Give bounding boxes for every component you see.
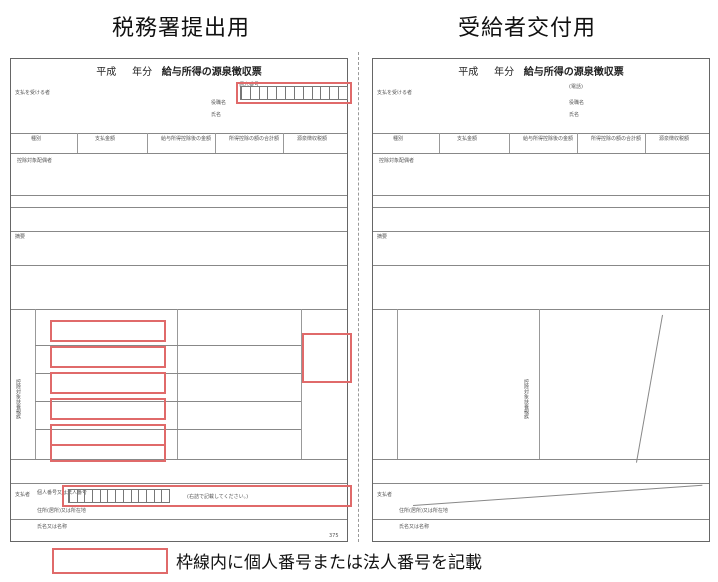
rule <box>373 153 709 154</box>
form-year-unit: 年分 <box>494 67 515 78</box>
rule <box>11 207 347 208</box>
rule <box>509 133 510 153</box>
dependents-label: 控除対象扶養親族 <box>15 379 21 419</box>
payment-amount-label: 支払金額 <box>95 136 116 142</box>
payer-number-highlight <box>62 485 352 507</box>
total-deduction-label: 所得控除の額の合計額 <box>229 136 280 142</box>
phone-label: (電話) <box>569 84 583 90</box>
rule <box>11 133 347 134</box>
rule <box>11 231 347 232</box>
dependent-number-highlight-1 <box>50 320 166 342</box>
after-deduction-label: 給与所得控除後の金額 <box>523 136 574 142</box>
rule <box>283 133 284 153</box>
recipient-copy-heading: 受給者交付用 <box>458 16 597 41</box>
strike-line <box>413 484 703 506</box>
withholding-label: 源泉徴収税額 <box>659 136 690 142</box>
rule <box>439 133 440 153</box>
tax-office-copy-heading: 税務署提出用 <box>112 16 251 41</box>
rule <box>35 345 301 346</box>
rule <box>11 195 347 196</box>
payer-address-label: 住所(居所)又は所在地 <box>37 508 86 514</box>
legend-text: 枠線内に個人番号または法人番号を記載 <box>176 553 482 573</box>
rule <box>11 519 347 520</box>
payer-label: 支払者 <box>15 492 31 498</box>
form-title: 平成 年分 給与所得の源泉徴収票 <box>11 63 347 78</box>
kind-label: 種別 <box>393 136 404 142</box>
form-year-unit: 年分 <box>132 67 153 78</box>
recipient-number-highlight <box>236 82 352 104</box>
form-number: 375 <box>329 533 339 539</box>
rule <box>301 309 302 459</box>
form-title: 平成 年分 給与所得の源泉徴収票 <box>373 63 709 78</box>
payment-target-label: 支払を受ける者 <box>377 90 413 96</box>
rule <box>215 133 216 153</box>
name-label: 氏名 <box>211 112 222 118</box>
rule <box>11 309 347 310</box>
rule <box>147 133 148 153</box>
rule <box>373 195 709 196</box>
name-label: 氏名 <box>569 112 580 118</box>
position-label: 役職名 <box>569 100 585 106</box>
form-era: 平成 <box>96 67 117 78</box>
spouse-label: 控除対象配偶者 <box>17 158 53 164</box>
position-label: 役職名 <box>211 100 227 106</box>
rule <box>35 373 301 374</box>
rule <box>373 519 709 520</box>
rule <box>373 207 709 208</box>
dependent-number-highlight-6 <box>50 444 166 462</box>
after-deduction-label: 給与所得控除後の金額 <box>161 136 212 142</box>
rule <box>539 309 540 459</box>
remarks-label: 摘要 <box>15 234 26 240</box>
personal-number-label: 個人番号 <box>239 82 260 88</box>
rule <box>645 133 646 153</box>
payment-target-label: 支払を受ける者 <box>15 90 51 96</box>
spouse-label: 控除対象配偶者 <box>379 158 415 164</box>
rule <box>373 133 709 134</box>
rule <box>77 133 78 153</box>
rule <box>373 309 709 310</box>
separator-dashed-line <box>358 52 359 542</box>
strike-line <box>635 314 663 463</box>
rule <box>11 459 347 460</box>
dependents-label: 控除対象扶養親族 <box>523 379 529 419</box>
rule <box>373 483 709 484</box>
rule <box>11 483 347 484</box>
recipient-form: 平成 年分 給与所得の源泉徴収票 支払を受ける者 役職名 氏名 (電話) 種別 … <box>372 58 710 542</box>
remarks-number-highlight <box>302 333 352 383</box>
remarks-label: 摘要 <box>377 234 388 240</box>
rule <box>11 153 347 154</box>
rule <box>35 429 301 430</box>
payer-name-label: 氏名又は名称 <box>37 524 68 530</box>
rule <box>35 309 36 459</box>
payer-address-label: 住所(居所)又は所在地 <box>399 508 448 514</box>
withholding-label: 源泉徴収税額 <box>297 136 328 142</box>
total-deduction-label: 所得控除の額の合計額 <box>591 136 642 142</box>
rule <box>397 309 398 459</box>
dependent-number-highlight-5 <box>50 424 166 446</box>
rule <box>373 459 709 460</box>
rule <box>577 133 578 153</box>
right-align-note: (右詰で記載してください。) <box>187 494 249 500</box>
legend-box <box>52 548 168 574</box>
payer-name-label: 氏名又は名称 <box>399 524 430 530</box>
dependent-number-highlight-3 <box>50 372 166 394</box>
form-name: 給与所得の源泉徴収票 <box>161 67 262 78</box>
kind-label: 種別 <box>31 136 42 142</box>
dependent-number-highlight-2 <box>50 346 166 368</box>
rule <box>177 309 178 459</box>
rule <box>35 401 301 402</box>
payer-label: 支払者 <box>377 492 393 498</box>
tax-office-form: 平成 年分 給与所得の源泉徴収票 支払を受ける者 個人番号 役職名 氏名 種別 … <box>10 58 348 542</box>
form-name: 給与所得の源泉徴収票 <box>523 67 624 78</box>
payment-amount-label: 支払金額 <box>457 136 478 142</box>
rule <box>11 265 347 266</box>
dependent-number-highlight-4 <box>50 398 166 420</box>
form-era: 平成 <box>458 67 479 78</box>
rule <box>373 231 709 232</box>
rule <box>373 265 709 266</box>
